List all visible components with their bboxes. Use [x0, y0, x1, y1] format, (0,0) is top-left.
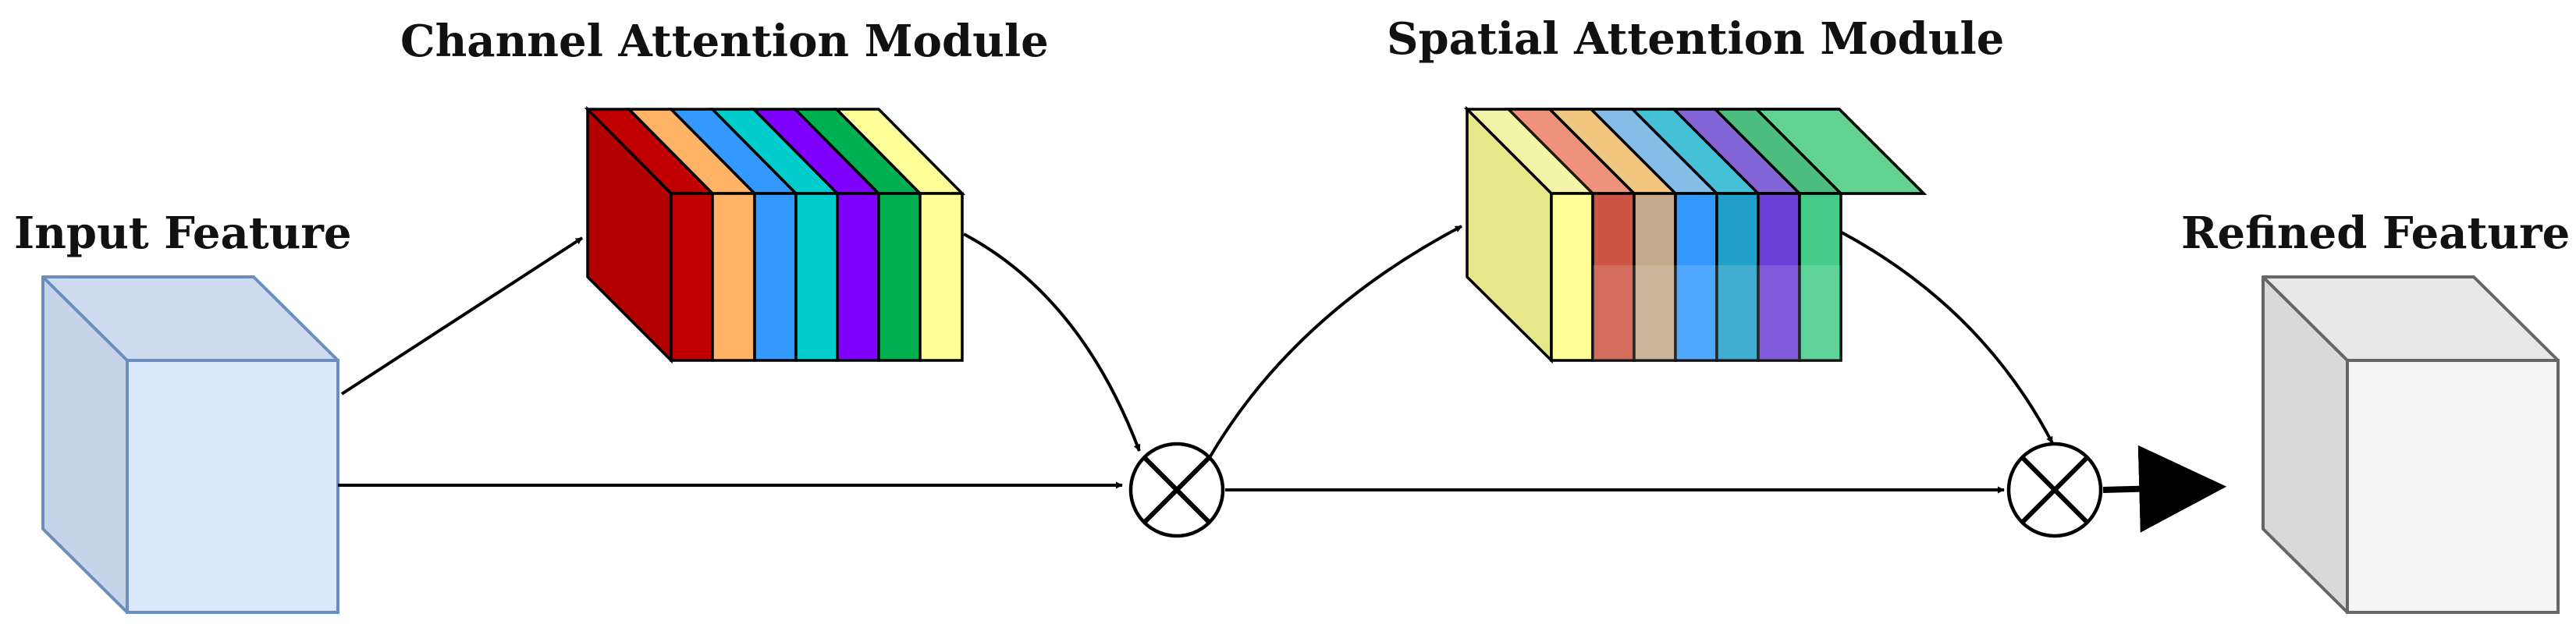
input-feature-label: Input Feature — [14, 208, 351, 259]
spatial-attention-block — [1463, 105, 1928, 364]
refined-feature-label: Refined Feature — [2181, 208, 2570, 259]
channel-attention-block — [584, 105, 966, 364]
spatial-slice-front — [1757, 192, 1801, 362]
channel-slice-front — [836, 192, 880, 362]
channel-slice-front — [877, 192, 922, 362]
connectors — [338, 225, 2227, 533]
channel-attention-label: Channel Attention Module — [400, 16, 1049, 67]
arrow-mult1-to-spatial — [1206, 225, 1462, 462]
channel-slice-front — [711, 192, 756, 362]
arrow-spatial-to-mult2 — [1841, 231, 2054, 444]
refined-cube-front — [2346, 359, 2560, 614]
spatial-slice-front — [1715, 192, 1760, 362]
spatial-slice-front — [1798, 192, 1842, 362]
arrow-mult2-to-refined — [2102, 445, 2227, 533]
refined-feature-cube — [2262, 275, 2560, 614]
input-feature-cube — [41, 275, 339, 614]
spatial-attention-label: Spatial Attention Module — [1387, 13, 2004, 65]
multiply-circle-icon — [2006, 442, 2103, 538]
channel-slice-front — [670, 192, 714, 362]
spatial-top-slice — [1753, 108, 1928, 195]
multiply-circle-icon — [1128, 442, 1225, 538]
input-cube-front — [126, 359, 339, 614]
spatial-slice-front — [1633, 192, 1677, 362]
channel-slice-front — [918, 192, 964, 362]
spatial-overlay — [1593, 265, 1841, 360]
arrow-channel-to-mult1 — [963, 232, 1141, 452]
channel-slice-front — [794, 192, 839, 362]
spatial-slice-front — [1550, 192, 1594, 362]
channel-slice-front — [753, 192, 798, 362]
arrow-input-to-channel — [340, 236, 584, 396]
